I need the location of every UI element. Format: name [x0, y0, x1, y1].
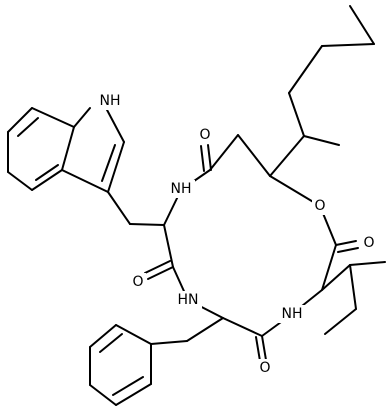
phe-nh-label: HN: [178, 292, 199, 308]
bond: [222, 317, 263, 337]
bond: [99, 333, 123, 353]
bond: [89, 324, 117, 348]
bond: [207, 144, 212, 171]
bond: [115, 324, 152, 345]
carbonyl-oxygen-label: O: [259, 360, 270, 376]
bond: [321, 244, 337, 291]
bond: [89, 384, 117, 406]
bond: [288, 92, 305, 137]
bond: [321, 43, 375, 47]
bond: [7, 171, 33, 191]
bond: [349, 264, 357, 310]
bond: [147, 266, 174, 280]
bond: [261, 335, 267, 361]
bond: [269, 175, 321, 207]
bond: [200, 145, 205, 172]
bond: [186, 317, 224, 342]
bond: [163, 224, 174, 268]
bond: [61, 169, 109, 193]
bond: [31, 169, 63, 191]
label-background: [96, 92, 124, 110]
bond: [349, 261, 386, 266]
bond: [337, 247, 359, 253]
label-background: [361, 234, 377, 252]
atom-labels: NH NH HN NH O O O O O: [96, 92, 377, 377]
bond: [349, 5, 375, 45]
bond: [335, 240, 357, 246]
bond: [129, 223, 165, 226]
bond: [17, 117, 39, 137]
bond: [31, 107, 75, 128]
bond: [209, 134, 239, 171]
bond: [324, 308, 357, 335]
bond: [115, 383, 152, 406]
bond-lines: [7, 5, 386, 406]
bond: [105, 107, 125, 143]
bond: [61, 126, 75, 171]
bond: [288, 45, 323, 94]
bond: [303, 135, 340, 146]
bond: [73, 107, 91, 128]
carbonyl-oxygen-label: O: [132, 274, 143, 290]
bond: [237, 134, 271, 177]
bond: [107, 191, 131, 225]
label-background: [278, 305, 306, 323]
ester-oxygen-label: O: [314, 198, 325, 214]
label-background: [197, 126, 213, 144]
trp-nh-label: NH: [171, 181, 192, 197]
bond: [269, 135, 305, 177]
indole-nh-label: NH: [100, 93, 121, 109]
bond: [144, 260, 171, 274]
bond: [101, 144, 116, 182]
carbonyl-oxygen-label: O: [363, 235, 374, 251]
bond: [150, 340, 188, 345]
ile-nh-label: NH: [282, 306, 303, 322]
bond: [321, 264, 351, 291]
bond: [107, 141, 125, 193]
bond: [7, 107, 33, 133]
bond: [35, 164, 59, 181]
carbonyl-oxygen-label: O: [199, 127, 210, 143]
label-background: [312, 197, 328, 215]
label-background: [257, 359, 273, 377]
bond: [255, 336, 261, 362]
label-background: [130, 273, 146, 291]
label-background: [174, 291, 202, 309]
label-background: [167, 180, 195, 198]
bond: [112, 376, 144, 396]
